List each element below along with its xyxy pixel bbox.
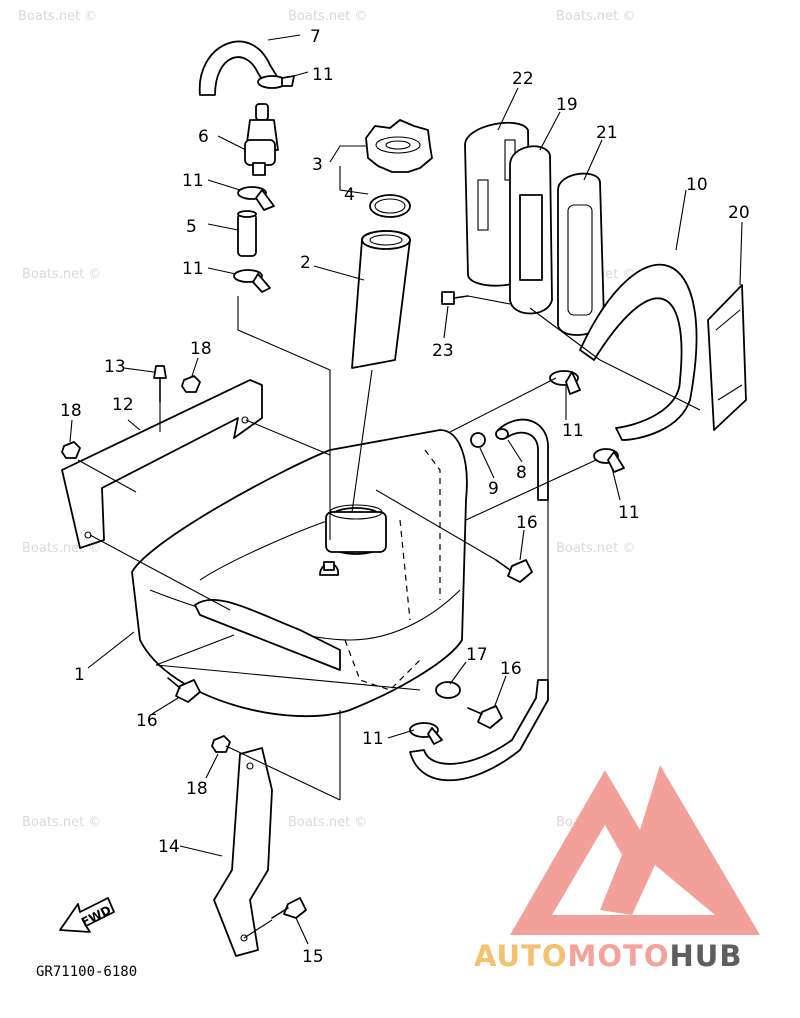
- diagram-code: GR71100-6180: [36, 964, 137, 980]
- part-1-fuel-tank: [131, 429, 468, 718]
- part-3-cap: [365, 119, 433, 173]
- watermark: Boats.net ©: [556, 541, 635, 556]
- part-11-clamp: [409, 722, 443, 745]
- part-10-hose: [579, 263, 698, 441]
- callout-11: 11: [182, 259, 204, 279]
- callout-16: 16: [500, 659, 522, 679]
- callout-16: 16: [516, 513, 538, 533]
- callout-21: 21: [596, 123, 618, 143]
- callout-12: 12: [112, 395, 134, 415]
- part-9-grommet: [470, 432, 486, 448]
- part-18-nut: [211, 735, 231, 753]
- part-17-washer: [435, 681, 461, 699]
- callout-4: 4: [344, 185, 355, 205]
- part-16-bolt: [467, 705, 503, 729]
- callout-2: 2: [300, 253, 311, 273]
- callout-18: 18: [60, 401, 82, 421]
- part-14-bracket: [213, 747, 273, 957]
- callout-23: 23: [432, 341, 454, 361]
- logo-moto: MOTO: [568, 939, 670, 973]
- callout-18: 18: [186, 779, 208, 799]
- callout-16: 16: [136, 711, 158, 731]
- logo-auto: AUTO: [474, 939, 568, 973]
- watermark: Boats.net ©: [556, 9, 635, 24]
- callout-18: 18: [190, 339, 212, 359]
- part-19-plate: [509, 145, 553, 315]
- watermark: Boats.net ©: [288, 815, 367, 830]
- callout-15: 15: [302, 947, 324, 967]
- part-11-clamp: [237, 186, 275, 211]
- part-18-nut: [61, 441, 81, 459]
- part-23-bolt: [441, 291, 469, 305]
- watermark: Boats.net ©: [22, 815, 101, 830]
- part-6-valve: [244, 103, 279, 176]
- callout-1: 1: [74, 665, 85, 685]
- part-15-bolt: [271, 897, 307, 919]
- part-21-plate: [557, 172, 605, 336]
- leader-lines: [69, 34, 743, 945]
- callout-6: 6: [198, 127, 209, 147]
- part-11-clamp: [233, 269, 271, 293]
- callout-20: 20: [728, 203, 750, 223]
- assembly-lines: [77, 295, 701, 939]
- callout-17: 17: [466, 645, 488, 665]
- fwd-arrow-icon: FWD: [59, 897, 115, 933]
- logo-triangle: [510, 765, 760, 935]
- watermark: Boats.net ©: [18, 9, 97, 24]
- callout-11: 11: [362, 729, 384, 749]
- part-20-bracket: [707, 284, 747, 431]
- logo-hub: HUB: [670, 939, 743, 973]
- callout-14: 14: [158, 837, 180, 857]
- callout-22: 22: [512, 69, 534, 89]
- part-4-gasket: [369, 194, 411, 218]
- automotohub-logo: AUTOMOTOHUB: [474, 765, 760, 973]
- callout-11: 11: [312, 65, 334, 85]
- part-2-filler-neck: [351, 230, 411, 369]
- watermark: Boats.net ©: [22, 267, 101, 282]
- callout-labels: 7 11 6 11 5 11 3 4 2 22 19 21 10 20 23 1…: [60, 27, 750, 967]
- part-11-clamp: [593, 448, 625, 473]
- callout-11: 11: [562, 421, 584, 441]
- svg-text:AUTOMOTOHUB: AUTOMOTOHUB: [474, 939, 742, 973]
- part-5-hose: [237, 210, 257, 257]
- callout-5: 5: [186, 217, 197, 237]
- callout-8: 8: [516, 463, 527, 483]
- part-11-clamp: [549, 370, 581, 395]
- watermark: Boats.net ©: [288, 9, 367, 24]
- part-16-bolt: [167, 677, 201, 703]
- callout-10: 10: [686, 175, 708, 195]
- part-8-hose: [495, 418, 549, 501]
- callout-13: 13: [104, 357, 126, 377]
- callout-11: 11: [182, 171, 204, 191]
- part-18-nut: [181, 375, 201, 393]
- part-11-clamp: [257, 75, 295, 89]
- tank-filler-neck-rings: [325, 504, 387, 555]
- tank-vent-nipple: [319, 561, 339, 576]
- callout-19: 19: [556, 95, 578, 115]
- callout-7: 7: [310, 27, 321, 47]
- part-13-bolt: [153, 365, 167, 403]
- callout-3: 3: [312, 155, 323, 175]
- part-16-bolt: [495, 559, 533, 583]
- callout-9: 9: [488, 479, 499, 499]
- callout-11: 11: [618, 503, 640, 523]
